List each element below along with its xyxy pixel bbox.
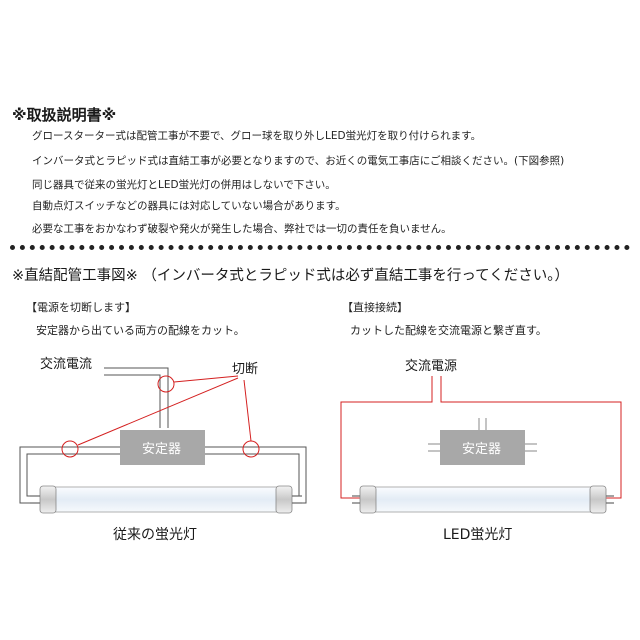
left-ac-label: 交流電流 xyxy=(40,357,93,372)
section-divider xyxy=(10,245,630,250)
left-tube xyxy=(30,485,302,514)
manual-line-1: グロースターター式は配管工事が不要で、グロー球を取り外しLED蛍光灯を取り付けら… xyxy=(32,130,482,142)
left-ac-wire-b xyxy=(104,374,161,428)
cut-circle-right xyxy=(242,440,260,458)
cut-circle-left xyxy=(61,440,79,458)
left-ballast-label: 安定器 xyxy=(142,442,182,457)
right-red-wire-left xyxy=(340,376,433,499)
cut-label: 切断 xyxy=(232,362,259,377)
right-caption: LED蛍光灯 xyxy=(443,527,513,543)
right-tube xyxy=(352,485,614,514)
manual-line-5: 必要な工事をおかなわず破裂や発火が発生した場合、弊社では一切の責任を負いません。 xyxy=(32,223,452,235)
left-instruction: 安定器から出ている両方の配線をカット。 xyxy=(36,324,245,337)
cut-markers xyxy=(61,375,260,458)
right-ac-label: 交流電源 xyxy=(405,359,458,374)
right-wires xyxy=(340,376,622,499)
left-heading: 【電源を切断します】 xyxy=(26,301,136,314)
left-caption: 従来の蛍光灯 xyxy=(113,527,197,543)
right-ballast-group xyxy=(428,418,537,465)
right-ballast-label: 安定器 xyxy=(462,442,502,457)
wiring-title: ※直結配管工事図※ （インバータ式とラピッド式は必ず直結工事を行ってください。） xyxy=(12,268,569,284)
left-ac-wire-a xyxy=(104,367,169,428)
right-heading: 【直接接続】 xyxy=(342,301,408,314)
right-red-wire-right xyxy=(440,376,622,499)
cut-circle-top xyxy=(157,375,175,393)
manual-title: ※取扱説明書※ xyxy=(12,106,117,124)
left-ballast-box xyxy=(120,430,205,465)
right-instruction: カットした配線を交流電源と繋ぎ直す。 xyxy=(350,324,547,337)
right-ballast-box xyxy=(440,430,525,465)
manual-line-2: インバータ式とラピッド式は直結工事が必要となりますので、お近くの電気工事店にご相… xyxy=(32,155,565,167)
manual-line-4: 自動点灯スイッチなどの器具には対応していない場合があります。 xyxy=(32,200,346,212)
manual-line-3: 同じ器具で従来の蛍光灯とLED蛍光灯の併用はしないで下さい。 xyxy=(32,179,336,191)
